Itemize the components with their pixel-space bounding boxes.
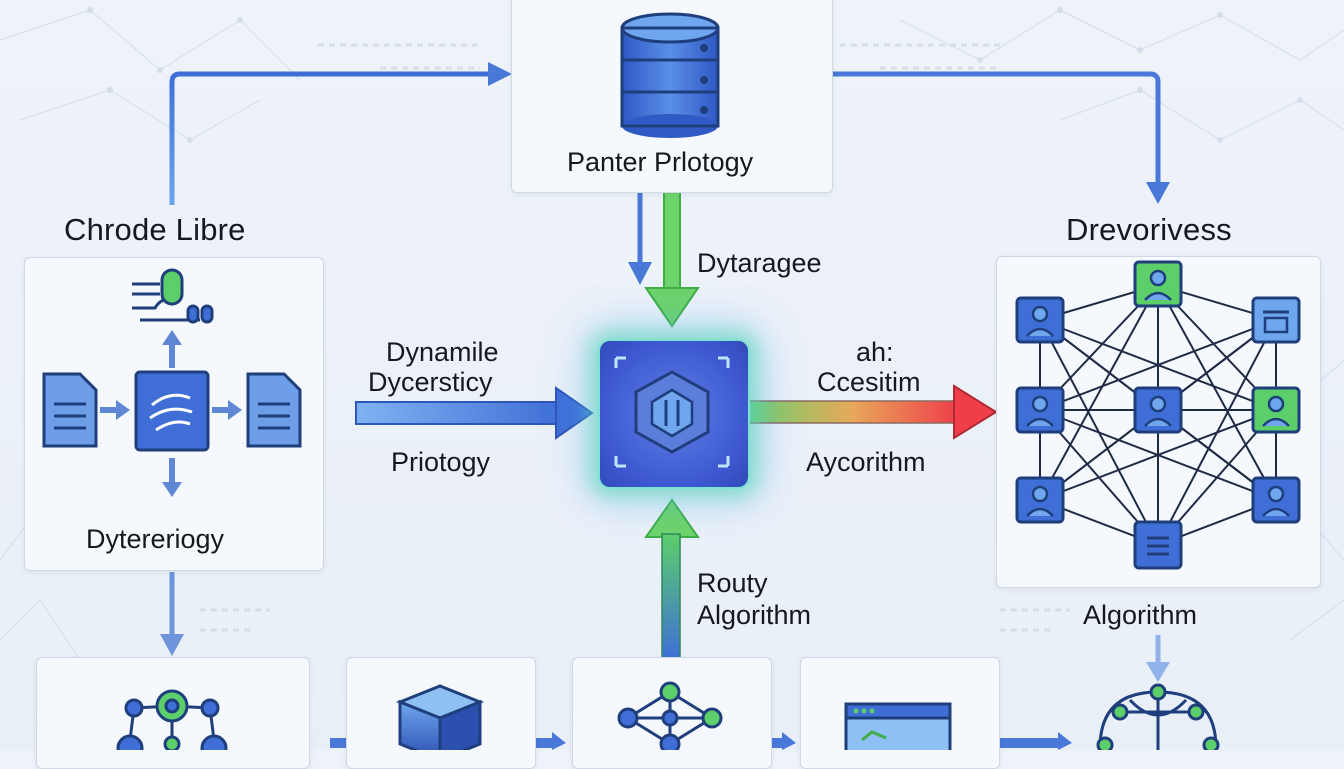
edge-label-left-line1: Dynamile	[386, 337, 499, 367]
edge-label-right-line2: Ccesitim	[817, 367, 921, 397]
central-router-node	[598, 339, 750, 489]
node-bottom-4	[800, 657, 1000, 769]
edge-label-top-down: Dytaragee	[697, 248, 822, 278]
right-node-caption: Algorithm	[1083, 600, 1198, 630]
edge-label-left-line2: Dycersticy	[368, 367, 493, 397]
node-bottom-2	[346, 657, 536, 769]
left-node-title: Chrode Libre	[64, 212, 246, 247]
left-node-caption: Dytereriogy	[86, 524, 225, 554]
edge-label-bottom-line1: Routy	[697, 568, 768, 598]
right-node-title: Drevorivess	[1066, 212, 1232, 247]
edge-left-to-top	[169, 71, 500, 205]
node-bottom-5	[1040, 667, 1280, 767]
node-right	[996, 256, 1321, 588]
edge-label-left-below: Priotogy	[391, 447, 491, 477]
node-bottom-3	[572, 657, 772, 769]
node-bottom-1	[36, 657, 310, 769]
edge-label-right-line1: ah:	[856, 337, 894, 367]
edge-label-right-below: Aycorithm	[806, 447, 926, 477]
edge-top-to-right	[832, 71, 1161, 185]
top-node-label: Panter Prlotogy	[567, 147, 754, 177]
flow-diagram	[0, 7, 1344, 750]
edge-label-bottom-line2: Algorithm	[697, 600, 812, 630]
